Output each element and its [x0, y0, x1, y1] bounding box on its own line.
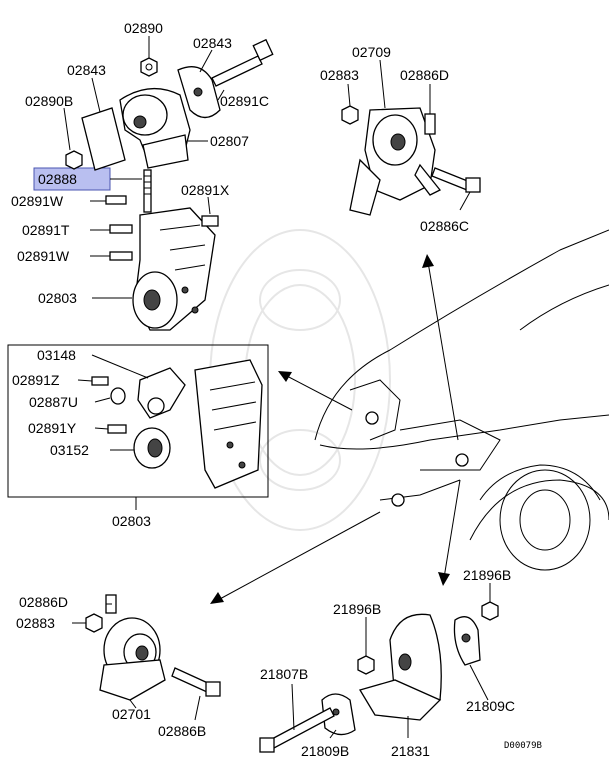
label-03148[interactable]: 03148: [37, 347, 76, 363]
arrow-to-boxed-assembly: [278, 371, 353, 411]
label-21896B-right[interactable]: 21896B: [463, 567, 511, 583]
arrow-to-02709: [422, 254, 459, 441]
arm-03148[interactable]: [137, 367, 186, 419]
label-02883-bottom[interactable]: 02883: [16, 615, 55, 631]
mount-02701[interactable]: [99, 617, 166, 701]
arrow-to-02701: [210, 511, 381, 604]
label-02886D-bottom[interactable]: 02886D: [19, 594, 68, 610]
label-02891Y[interactable]: 02891Y: [28, 420, 77, 436]
label-02803-top[interactable]: 02803: [38, 290, 77, 306]
labels: 02890 02843 02843 02890B 02891C 02807 02…: [11, 20, 542, 759]
nut-02890[interactable]: [140, 57, 158, 77]
label-02891X[interactable]: 02891X: [181, 182, 230, 198]
label-02883-top[interactable]: 02883: [320, 67, 359, 83]
label-03152[interactable]: 03152: [50, 442, 89, 458]
subassembly-frame: [7, 344, 269, 498]
bolt-02891Z[interactable]: [91, 376, 109, 386]
bracket-21809C[interactable]: [453, 616, 481, 666]
nut-02890B[interactable]: [65, 150, 83, 170]
vehicle-outline: [314, 229, 609, 571]
bolt-02891X[interactable]: [201, 215, 219, 227]
label-02891W-a[interactable]: 02891W: [11, 193, 64, 209]
leader-lines: [63, 36, 491, 739]
mount-02807[interactable]: [119, 87, 191, 169]
bolt-02891C[interactable]: [211, 38, 274, 87]
label-02890[interactable]: 02890: [124, 20, 163, 36]
label-02843-right[interactable]: 02843: [193, 35, 232, 51]
bushing-03152[interactable]: [133, 427, 171, 469]
arrow-to-21831: [438, 479, 461, 586]
bracket-02803-top[interactable]: [132, 207, 216, 331]
label-02891W-b[interactable]: 02891W: [17, 248, 70, 264]
label-02891T[interactable]: 02891T: [22, 222, 70, 238]
label-21809C[interactable]: 21809C: [466, 698, 515, 714]
diagram-code: D00079B: [504, 741, 542, 751]
bolt-02891T[interactable]: [109, 224, 133, 234]
nut-21896B-right[interactable]: [481, 601, 499, 621]
bolt-02891W-b[interactable]: [109, 251, 133, 261]
bolt-02886B[interactable]: [171, 667, 221, 697]
label-02890B[interactable]: 02890B: [25, 93, 73, 109]
bracket-21809B[interactable]: [321, 693, 356, 736]
bracket-02803-boxed[interactable]: [194, 359, 263, 489]
label-02701[interactable]: 02701: [112, 706, 151, 722]
label-02886B[interactable]: 02886B: [158, 723, 206, 739]
label-02888[interactable]: 02888: [38, 171, 77, 187]
label-21807B[interactable]: 21807B: [260, 666, 308, 682]
bolt-02891W-a[interactable]: [105, 195, 127, 205]
label-02887U[interactable]: 02887U: [29, 394, 78, 410]
bolt-02886D-top[interactable]: [424, 113, 436, 135]
nut-02883-bottom[interactable]: [85, 613, 103, 633]
mount-02709[interactable]: [349, 107, 442, 216]
label-21831[interactable]: 21831: [391, 743, 430, 759]
bolt-02891Y[interactable]: [107, 424, 127, 434]
nut-02883-top[interactable]: [341, 105, 359, 125]
bolt-02886C-top[interactable]: [431, 167, 481, 193]
bracket-02843-right[interactable]: [177, 66, 221, 119]
stud-02888[interactable]: [143, 169, 152, 213]
label-02709[interactable]: 02709: [352, 44, 391, 60]
bolt-21807B[interactable]: [259, 707, 335, 753]
label-02886C[interactable]: 02886C: [420, 218, 469, 234]
label-02886D-top[interactable]: 02886D: [400, 67, 449, 83]
mount-21831[interactable]: [359, 613, 442, 721]
nut-21896B-left[interactable]: [357, 655, 375, 675]
label-02891C[interactable]: 02891C: [220, 93, 269, 109]
label-02843-left[interactable]: 02843: [67, 62, 106, 78]
washer-02887U[interactable]: [110, 387, 126, 405]
label-02891Z[interactable]: 02891Z: [12, 372, 60, 388]
label-02803-boxed[interactable]: 02803: [112, 513, 151, 529]
label-02807[interactable]: 02807: [210, 133, 249, 149]
label-21896B-left[interactable]: 21896B: [333, 601, 381, 617]
label-21809B[interactable]: 21809B: [301, 743, 349, 759]
bracket-02843-left[interactable]: [81, 107, 126, 171]
